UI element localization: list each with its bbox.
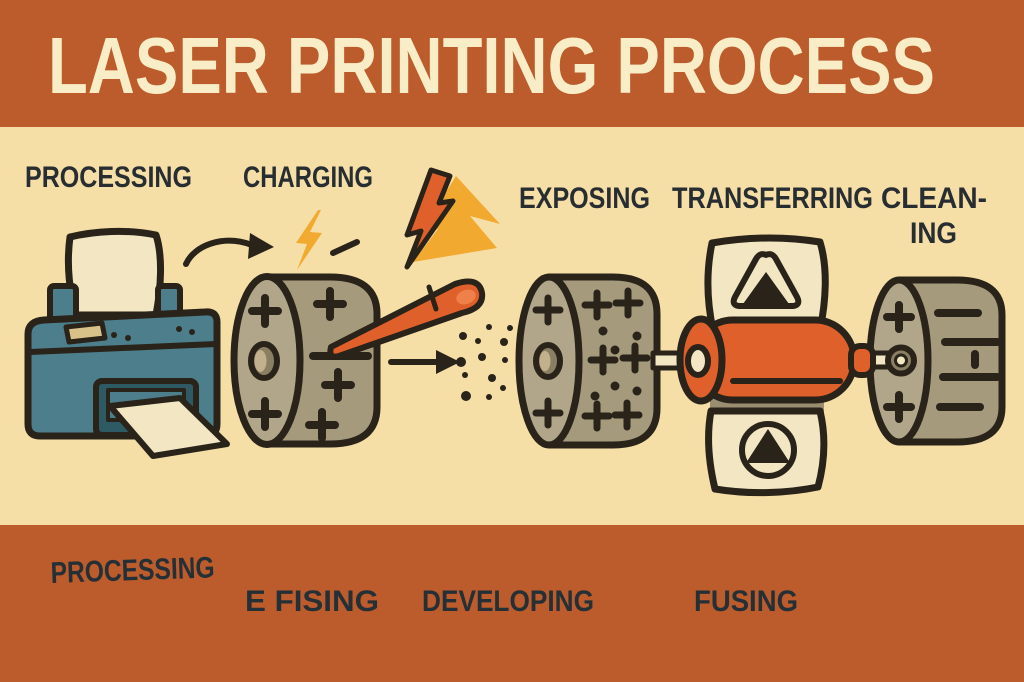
exposing-drum-icon	[515, 273, 661, 449]
printer-icon	[24, 227, 230, 459]
small-lightning-bolt-icon	[296, 210, 360, 270]
printer-button	[125, 335, 131, 341]
large-lightning-bolt-icon	[404, 167, 500, 270]
footer-label-fusing: FUSING	[694, 585, 798, 618]
axle-boss	[848, 343, 876, 378]
paper-sheet-icon	[64, 227, 164, 319]
triangle-mark-outline	[730, 251, 802, 309]
stage-label-cleaning-line1: CLEAN-	[881, 182, 987, 215]
page-title: LASER PRINTING PROCESS	[48, 21, 935, 110]
paper-tray-left	[47, 283, 79, 323]
spark-dash	[330, 239, 360, 256]
stage-label-charging: CHARGING	[243, 161, 373, 194]
printer-button	[111, 332, 117, 338]
triangle-mark	[746, 429, 790, 463]
circle-mark-outline	[739, 421, 797, 479]
printer-button	[176, 326, 182, 332]
printer-display	[63, 320, 108, 345]
triangle-mark	[743, 272, 789, 304]
charging-drum-icon	[230, 273, 381, 448]
stage-label-processing: PROCESSING	[25, 161, 192, 194]
transfer-roller-icon	[650, 234, 917, 497]
footer-label-e-fising: E FISING	[245, 585, 379, 618]
printer-button	[189, 329, 195, 335]
stage-label-exposing: EXPOSING	[519, 182, 650, 215]
curved-arrow-icon	[183, 233, 274, 267]
stage-label-cleaning-line2: ING	[910, 217, 957, 250]
output-paper-icon	[107, 395, 230, 459]
stage-label-transferring: TRANSFERRING	[672, 182, 873, 215]
toner-dots-icon	[456, 324, 513, 401]
footer-band	[0, 525, 1024, 682]
footer-label-processing: PROCESSING	[50, 551, 215, 590]
right-arrow-icon	[388, 350, 460, 374]
title-banner	[0, 0, 1024, 127]
laser-stylus-icon	[327, 278, 486, 360]
footer-label-developing: DEVELOPING	[422, 585, 594, 618]
roller-hub	[685, 344, 711, 378]
